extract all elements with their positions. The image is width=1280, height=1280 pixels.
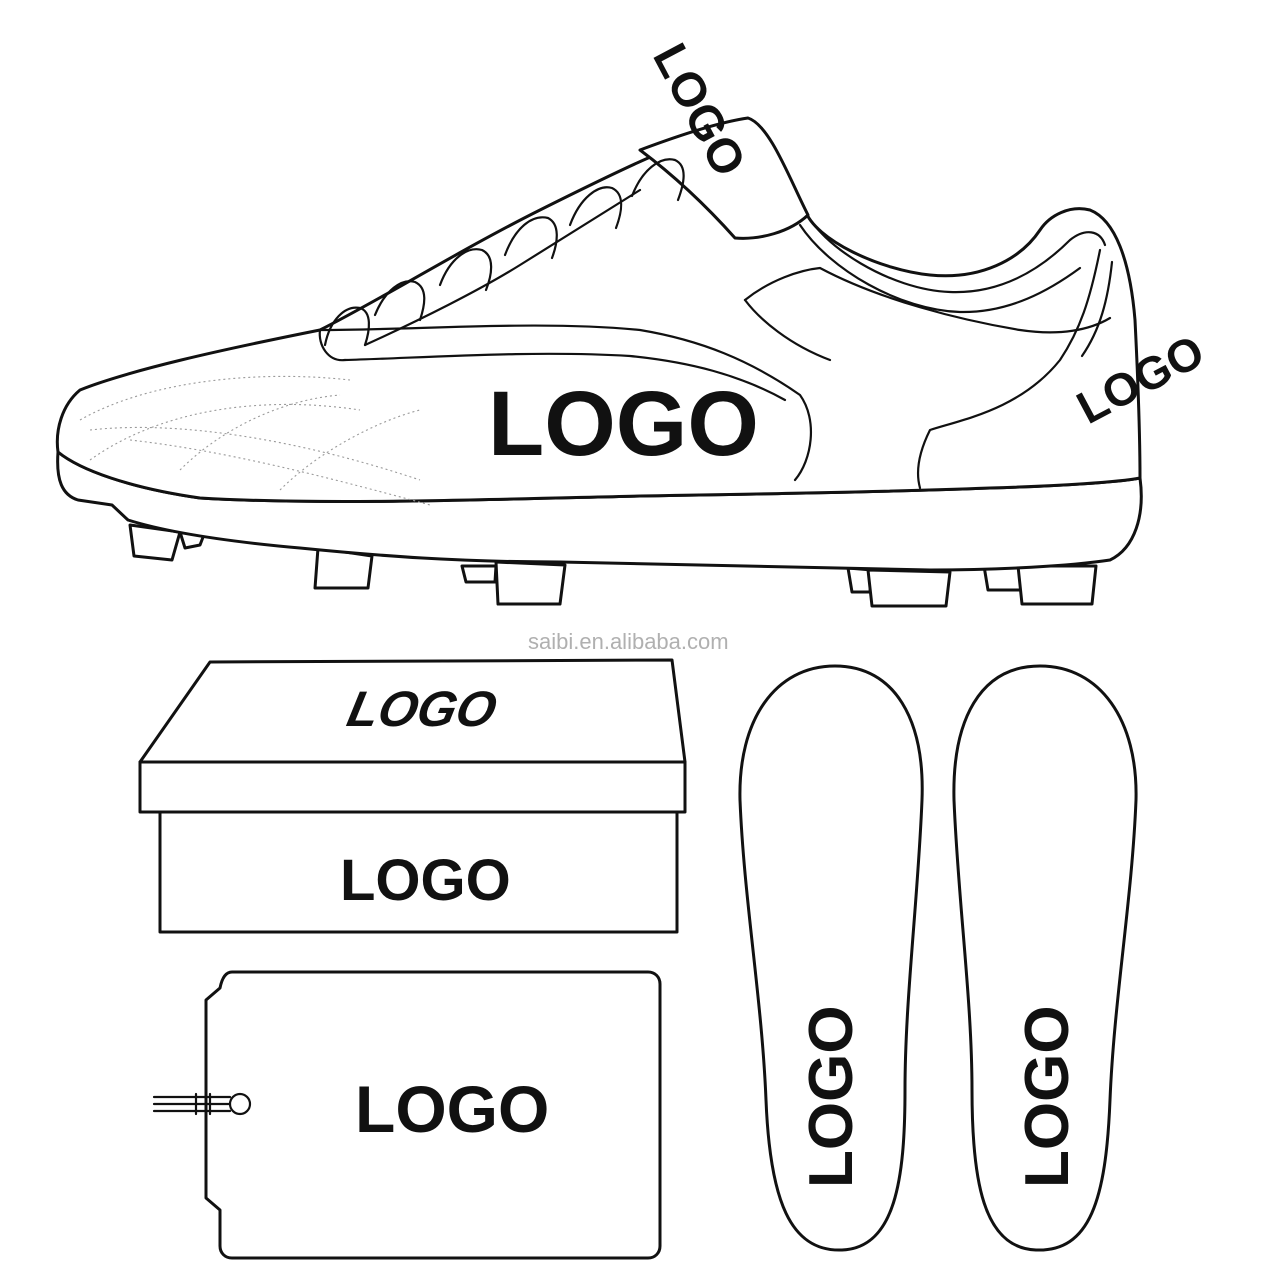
cleat-upper — [55, 118, 1142, 503]
shoebox-lid-logo: LOGO — [343, 681, 502, 737]
cleat-tongue — [638, 116, 810, 240]
right-insole — [952, 664, 1138, 1252]
left-insole-logo: LOGO — [797, 1005, 866, 1188]
soccer-cleat — [55, 116, 1143, 608]
hang-tag — [152, 970, 662, 1260]
right-insole-logo: LOGO — [1013, 1005, 1082, 1188]
insoles — [738, 664, 1138, 1252]
shoebox — [138, 658, 687, 934]
hang-tag-logo: LOGO — [355, 1072, 549, 1146]
cleat-studs — [128, 523, 1098, 608]
shoebox-front-logo: LOGO — [340, 848, 511, 913]
side-logo: LOGO — [488, 373, 759, 475]
watermark: saibi.en.alibaba.com — [528, 629, 729, 654]
cleat-laces — [323, 158, 685, 347]
left-insole — [738, 664, 924, 1252]
